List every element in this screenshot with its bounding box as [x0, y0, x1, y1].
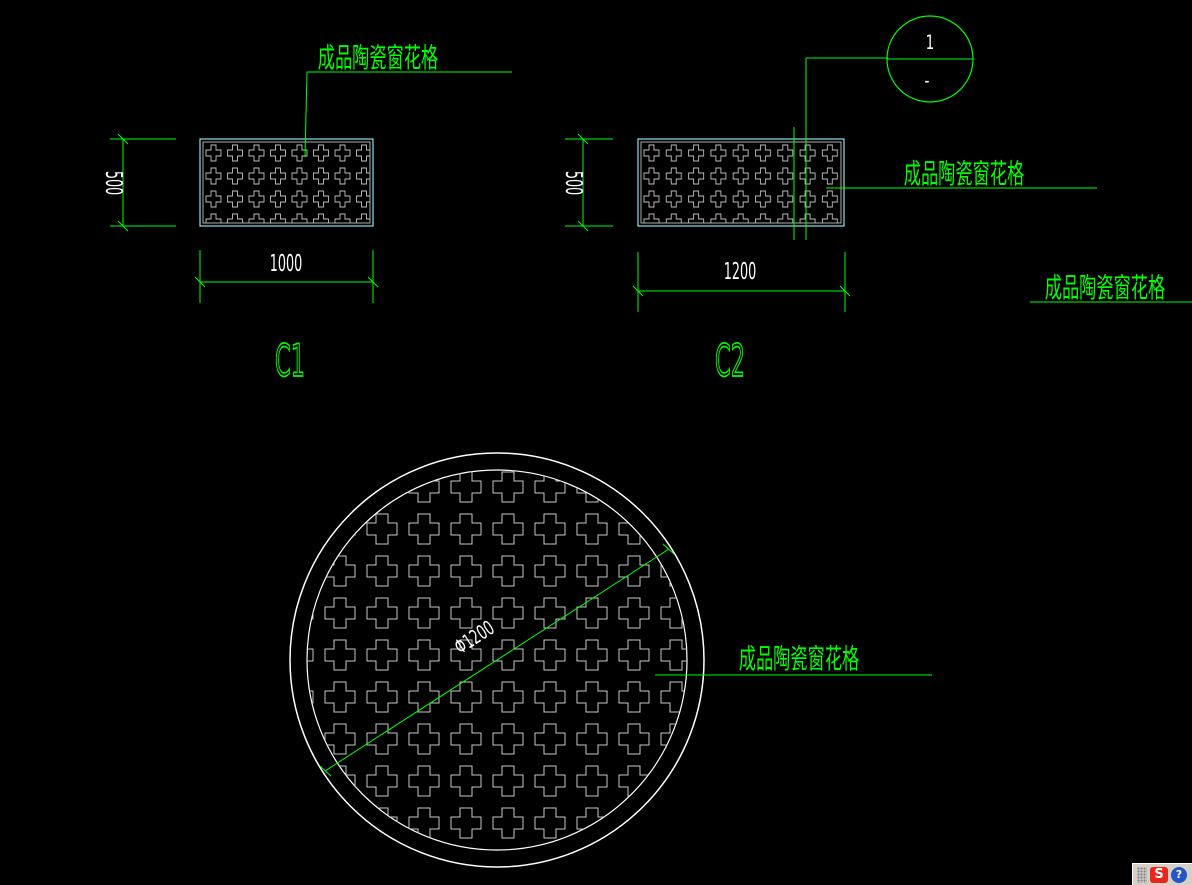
c2-width-dim-text: 1200	[724, 259, 756, 285]
window-c2: 1 - 500 1200 成品陶瓷窗花格 C2	[560, 15, 1097, 388]
standalone-note-text: 成品陶瓷窗花格	[1045, 273, 1166, 304]
c2-width-dimension	[632, 252, 851, 312]
c1-height-dim-text: 500	[100, 171, 126, 195]
round-window: Φ1200 成品陶瓷窗花格	[289, 452, 932, 868]
round-leader-note: 成品陶瓷窗花格	[739, 644, 860, 675]
c2-outer-frame	[637, 138, 845, 227]
help-icon[interactable]: ?	[1171, 866, 1187, 883]
c1-leader-note: 成品陶瓷窗花格	[318, 43, 439, 74]
round-window-grille	[307, 470, 687, 850]
section-marker: 1 -	[886, 15, 974, 103]
c2-section-cut	[793, 57, 888, 240]
round-window-outer-ring	[289, 452, 705, 868]
system-tray: S ?	[1132, 863, 1192, 885]
c1-inner-frame	[202, 141, 371, 224]
c2-inner-frame	[640, 141, 842, 224]
c2-height-dimension	[565, 133, 613, 232]
c2-leader-note: 成品陶瓷窗花格	[904, 159, 1025, 190]
c1-label: C1	[275, 336, 305, 388]
tray-grip-icon[interactable]	[1137, 866, 1147, 883]
window-c1: 500 1000 成品陶瓷窗花格 C1	[100, 43, 512, 388]
standalone-note: 成品陶瓷窗花格	[1030, 273, 1192, 304]
c1-width-dim-text: 1000	[270, 251, 302, 277]
c1-width-dimension	[194, 250, 379, 303]
section-marker-number: 1	[926, 32, 935, 54]
c1-outer-frame	[199, 138, 374, 227]
c1-height-dimension	[110, 133, 176, 232]
c2-label: C2	[715, 336, 745, 388]
round-diameter-dimension	[319, 543, 675, 777]
c2-height-dim-text: 500	[560, 171, 586, 195]
c1-leader	[304, 71, 512, 158]
sogou-ime-icon[interactable]: S	[1150, 866, 1168, 883]
section-marker-sheet: -	[925, 70, 930, 92]
